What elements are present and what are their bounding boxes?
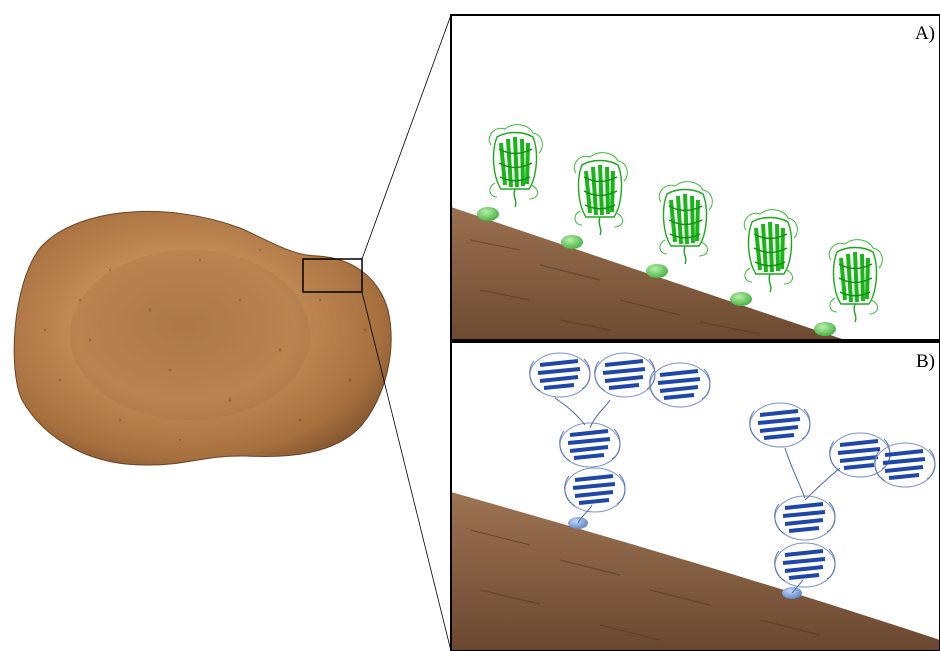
panel-b-label: B): [916, 351, 935, 372]
callout-line-top: [362, 15, 451, 259]
callout-line-bottom: [362, 292, 451, 651]
particle: [14, 211, 391, 465]
panel-b: B): [451, 342, 940, 651]
panel-a: A): [451, 15, 940, 340]
panel-a-label: A): [915, 23, 935, 44]
